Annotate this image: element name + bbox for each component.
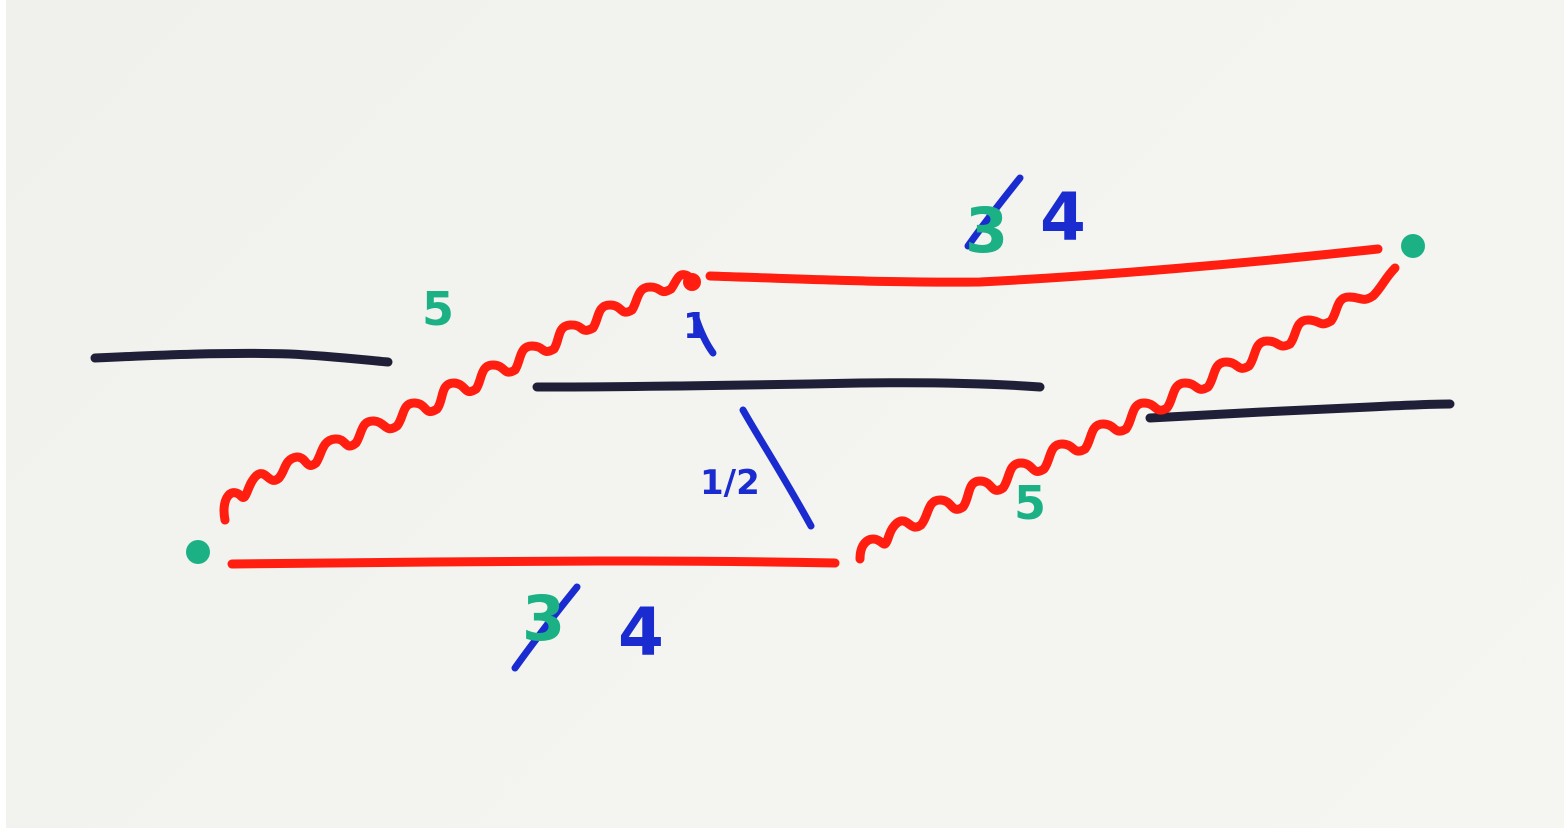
terminal-node-left	[186, 540, 210, 564]
terminal-node-right	[1401, 234, 1425, 258]
plate-right	[1145, 399, 1455, 423]
terminals	[186, 234, 1425, 564]
label-top-left-spring: 5	[422, 282, 454, 336]
label-right-spring: 5	[1014, 476, 1046, 530]
label-middle-gap: 1/2	[700, 463, 760, 503]
label-bottom-wire-new: 4	[618, 594, 664, 671]
plates	[90, 348, 1455, 423]
bottom-label-strike	[511, 583, 581, 672]
strike-marks	[511, 174, 1024, 672]
right-spring	[855, 263, 1400, 564]
wires	[219, 244, 1400, 569]
label-junction: 1	[683, 306, 708, 347]
bottom-wire	[227, 556, 840, 569]
junction-gap-stroke	[692, 314, 717, 357]
plate-left	[90, 348, 393, 367]
left-spring	[219, 270, 693, 525]
scan-border-bottom	[0, 828, 1564, 834]
label-top-wire-old: 3	[965, 194, 1008, 267]
middle-gap-stroke	[739, 406, 815, 530]
top-wire	[705, 244, 1383, 287]
plate-middle	[532, 378, 1045, 392]
label-top-wire-new: 4	[1040, 179, 1086, 256]
junction-node	[683, 273, 701, 291]
top-label-strike	[964, 174, 1024, 250]
scan-border-left	[0, 0, 6, 834]
label-bottom-wire-old: 3	[522, 582, 565, 655]
